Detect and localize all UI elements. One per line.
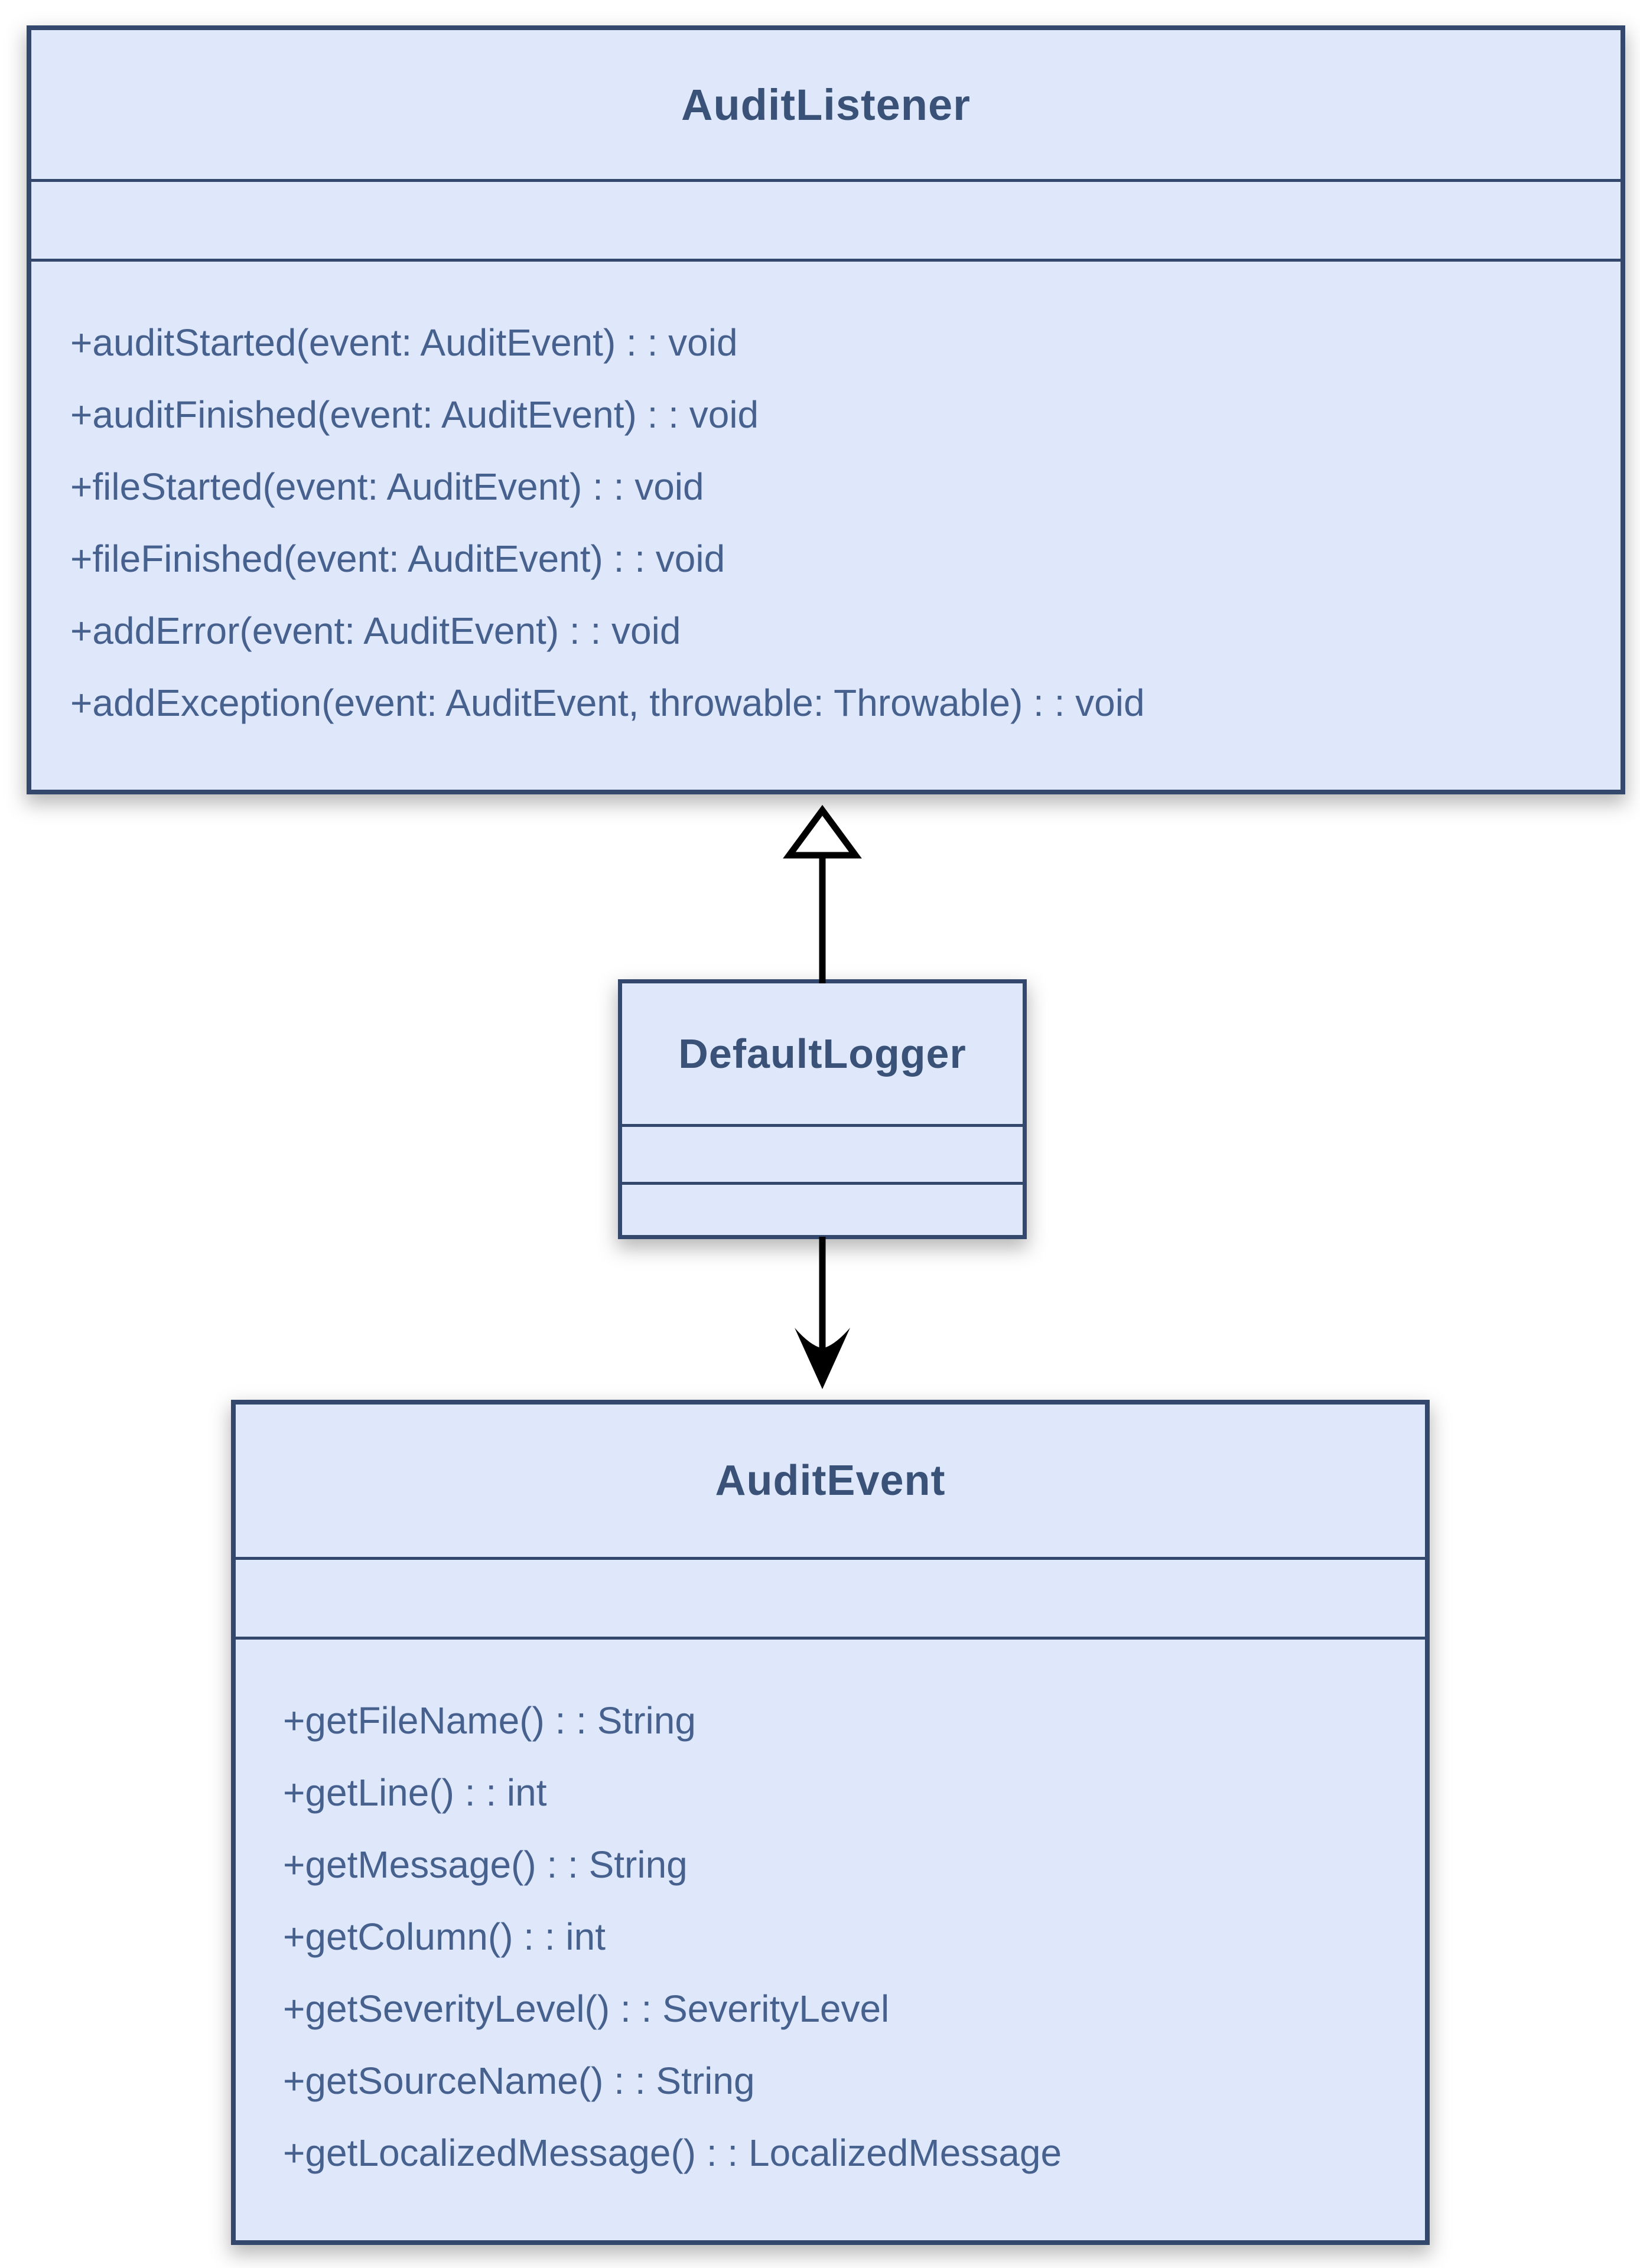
method-item: +getLine() : : int — [283, 1771, 547, 1814]
method-item: +getLocalizedMessage() : : LocalizedMess… — [283, 2132, 1062, 2174]
method-item: +getColumn() : : int — [283, 1915, 606, 1958]
hollow-triangle-arrowhead-icon — [783, 804, 862, 859]
title-compartment: AuditEvent — [236, 1405, 1425, 1560]
attributes-compartment — [31, 182, 1621, 262]
method-item: +getSeverityLevel() : : SeverityLevel — [283, 1987, 890, 2030]
method-item: +fileFinished(event: AuditEvent) : : voi… — [70, 537, 725, 580]
title-compartment: AuditListener — [31, 30, 1621, 182]
method-item: +addException(event: AuditEvent, throwab… — [70, 682, 1145, 724]
attributes-compartment — [236, 1560, 1425, 1640]
attributes-compartment — [622, 1127, 1023, 1185]
association-arrow — [795, 1237, 850, 1389]
title-compartment: DefaultLogger — [622, 983, 1023, 1127]
method-item: +fileStarted(event: AuditEvent) : : void — [70, 465, 704, 508]
class-title: DefaultLogger — [678, 1031, 967, 1077]
methods-compartment — [622, 1185, 1023, 1235]
method-item: +auditStarted(event: AuditEvent) : : voi… — [70, 321, 738, 364]
method-item: +getSourceName() : : String — [283, 2060, 755, 2102]
class-title: AuditEvent — [715, 1457, 946, 1504]
methods-compartment: +auditStarted(event: AuditEvent) : : voi… — [31, 262, 1621, 790]
class-box-auditlistener: AuditListener +auditStarted(event: Audit… — [27, 25, 1625, 794]
class-box-auditevent: AuditEvent +getFileName() : : String+get… — [231, 1400, 1430, 2245]
realization-arrow — [783, 804, 862, 983]
method-item: +addError(event: AuditEvent) : : void — [70, 610, 681, 652]
class-box-defaultlogger: DefaultLogger — [618, 979, 1027, 1239]
class-title: AuditListener — [681, 80, 971, 129]
method-item: +getFileName() : : String — [283, 1699, 696, 1742]
method-item: +auditFinished(event: AuditEvent) : : vo… — [70, 393, 759, 436]
methods-compartment: +getFileName() : : String +getLine() : : … — [236, 1640, 1425, 2240]
method-item: +getMessage() : : String — [283, 1843, 688, 1886]
stealth-arrowhead-icon — [795, 1328, 850, 1389]
